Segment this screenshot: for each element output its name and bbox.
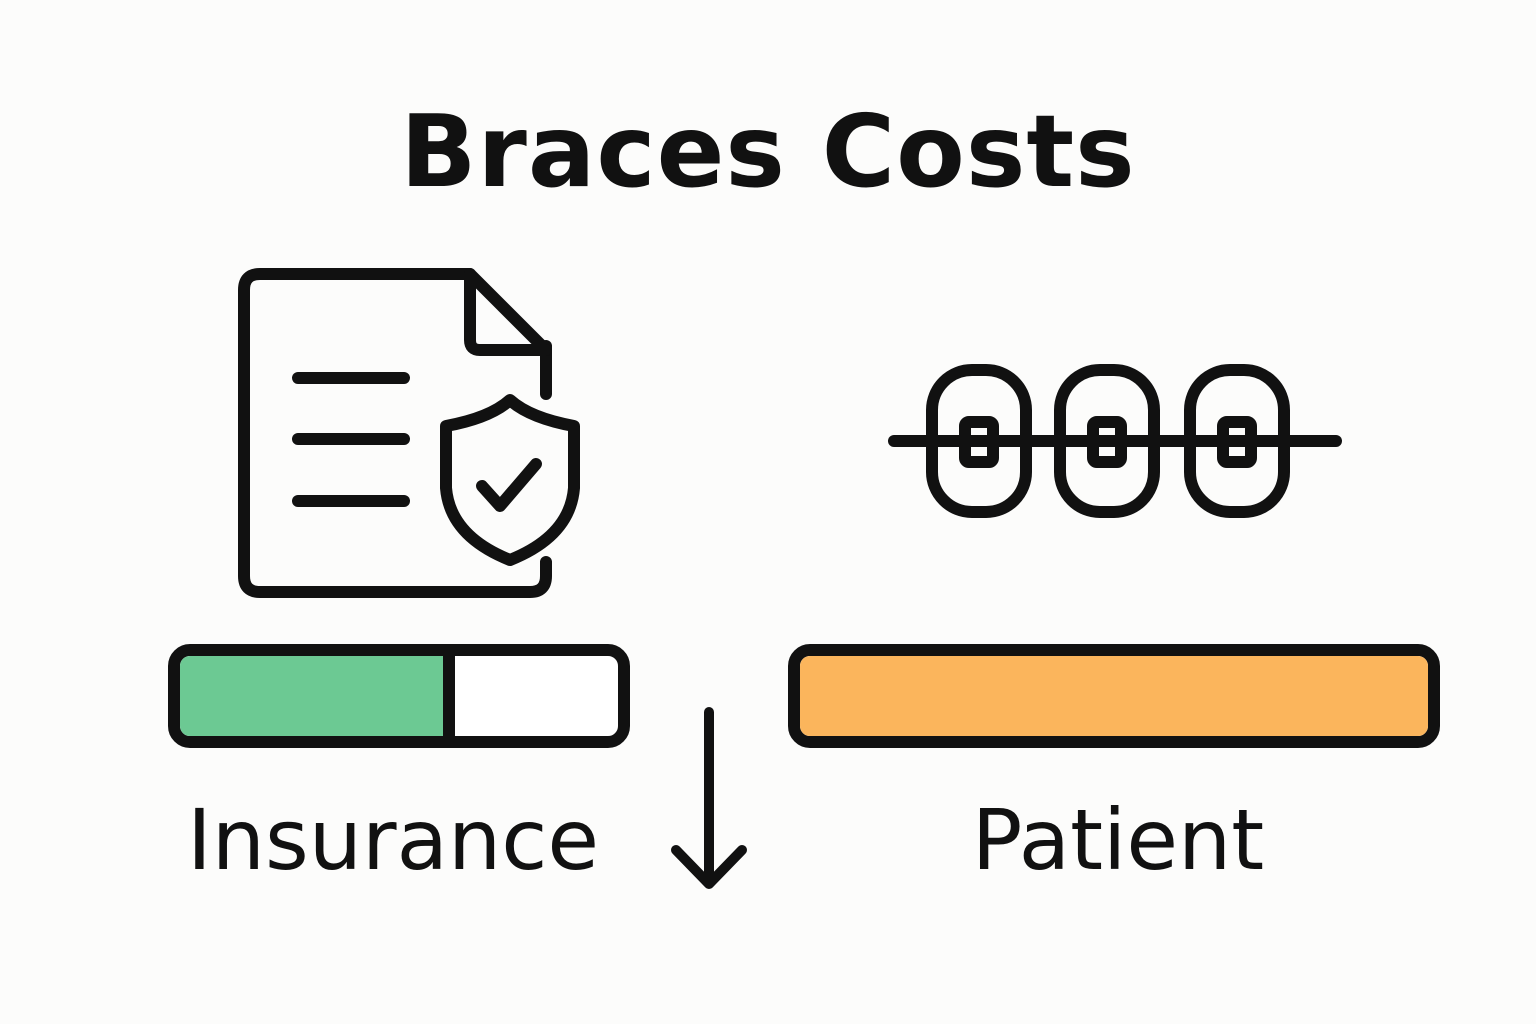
page-title: Braces Costs bbox=[400, 93, 1136, 210]
insurance-coverage-bar bbox=[168, 644, 630, 748]
arrow-down-icon bbox=[666, 704, 752, 894]
insurance-coverage-fill bbox=[180, 656, 455, 736]
insurance-document-shield-icon bbox=[228, 258, 588, 608]
braces-icon bbox=[888, 360, 1344, 522]
patient-label: Patient bbox=[971, 791, 1265, 889]
patient-cost-fill bbox=[800, 656, 1428, 736]
patient-cost-bar bbox=[788, 644, 1440, 748]
insurance-label: Insurance bbox=[186, 791, 600, 889]
